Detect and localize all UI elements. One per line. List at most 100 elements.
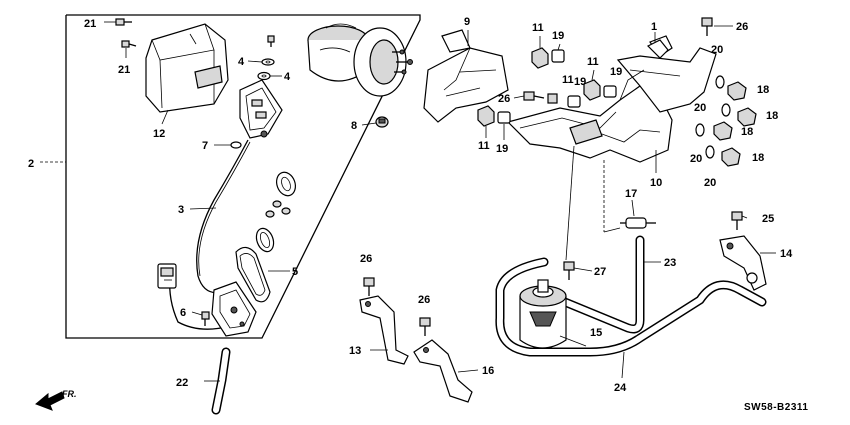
label-part-3: 3 — [178, 204, 184, 216]
label-part-11a: 11 — [532, 22, 544, 34]
label-part-23: 23 — [664, 257, 676, 269]
nut-11a — [531, 47, 549, 69]
label-part-26d: 26 — [418, 294, 430, 306]
label-part-16: 16 — [482, 365, 494, 377]
bolt-26c — [363, 277, 375, 296]
diagram-code: SW58-B2311 — [744, 402, 808, 413]
hose-24 — [495, 257, 767, 357]
nut-18c — [713, 121, 733, 141]
label-part-2: 2 — [28, 158, 34, 170]
direction-label: FR. — [62, 389, 77, 399]
bracket-13 — [359, 295, 409, 365]
washer-4b — [257, 71, 271, 81]
label-part-4a: 4 — [238, 56, 245, 68]
washer-4a — [261, 58, 275, 66]
label-part-5: 5 — [292, 266, 298, 278]
spacer-19b — [603, 85, 617, 98]
label-part-18d: 18 — [752, 152, 764, 164]
screw-6 — [201, 311, 210, 326]
label-part-20c: 20 — [690, 153, 702, 165]
leader-bracket-hose — [565, 145, 575, 261]
nut-18d — [721, 147, 741, 167]
washer-20d — [705, 145, 715, 159]
actuator-cover — [145, 23, 229, 113]
label-part-22: 22 — [176, 377, 188, 389]
label-part-11c: 11 — [562, 74, 574, 86]
hose-22 — [211, 347, 231, 415]
label-part-9: 9 — [464, 16, 470, 28]
label-part-15: 15 — [590, 327, 602, 339]
nut-18b — [737, 107, 757, 127]
washer-20b — [721, 103, 731, 117]
nut-11d — [477, 105, 495, 127]
control-cable — [169, 139, 251, 330]
leader-lines — [104, 21, 776, 382]
filter-canister — [519, 279, 567, 349]
label-part-19c: 19 — [574, 76, 586, 88]
seal-small-2 — [265, 210, 275, 218]
check-valve — [603, 160, 656, 233]
nut-11b — [583, 79, 601, 101]
front-direction-arrow — [35, 391, 65, 411]
label-part-27: 27 — [594, 266, 606, 278]
label-part-21a: 21 — [84, 18, 96, 30]
washer-20c — [695, 123, 705, 137]
label-part-26b: 26 — [498, 93, 510, 105]
label-part-8: 8 — [351, 120, 357, 132]
spacer-19a — [551, 49, 565, 63]
washer-20a — [715, 75, 725, 89]
label-part-7: 7 — [202, 140, 208, 152]
washer-7 — [230, 141, 242, 149]
label-part-24: 24 — [614, 382, 627, 394]
assembly-outline — [40, 14, 421, 339]
label-part-13: 13 — [349, 345, 361, 357]
label-part-25: 25 — [762, 213, 774, 225]
control-module — [239, 79, 283, 139]
label-part-4b: 4 — [284, 71, 291, 83]
label-part-14: 14 — [780, 248, 793, 260]
label-part-19d: 19 — [496, 143, 508, 155]
bolt-25 — [731, 211, 743, 230]
label-part-11d: 11 — [478, 140, 490, 152]
bolt-26a — [701, 17, 713, 36]
seal-oval-medium — [255, 227, 275, 253]
label-part-20d: 20 — [704, 177, 716, 189]
bracket-9 — [423, 29, 509, 123]
spacer-19d — [497, 111, 511, 124]
label-part-26a: 26 — [736, 21, 748, 33]
label-part-11b: 11 — [587, 56, 599, 68]
screw-21-lower — [121, 40, 137, 48]
label-part-20a: 20 — [711, 44, 723, 56]
spacer-19c — [567, 95, 581, 108]
label-part-21b: 21 — [118, 64, 130, 76]
label-part-17: 17 — [625, 188, 637, 200]
seal-oval-large — [275, 171, 297, 197]
label-part-18b: 18 — [766, 110, 778, 122]
cable-end-housing — [211, 281, 257, 337]
label-part-1: 1 — [651, 21, 657, 33]
gasket-ring — [235, 246, 271, 303]
bolt-27 — [563, 261, 575, 280]
label-part-19b: 19 — [610, 66, 622, 78]
clip-1 — [646, 39, 669, 59]
seal-small-3 — [281, 207, 291, 215]
hose-23 — [555, 235, 645, 334]
screw-21-top — [115, 18, 132, 26]
label-part-18a: 18 — [757, 84, 769, 96]
label-part-26c: 26 — [360, 253, 372, 265]
bolt-26d — [419, 317, 431, 336]
vacuum-actuator — [307, 23, 413, 97]
label-part-12: 12 — [153, 128, 165, 140]
bolt-26b — [523, 91, 558, 104]
label-part-6: 6 — [180, 307, 186, 319]
connector — [157, 263, 177, 289]
label-part-10: 10 — [650, 177, 662, 189]
bracket-16 — [413, 339, 473, 403]
label-part-18c: 18 — [741, 126, 753, 138]
nut-18a — [727, 81, 747, 101]
bolt-8 — [375, 116, 389, 128]
bracket-14 — [719, 235, 767, 291]
bolt-top-small — [267, 35, 275, 47]
seal-small-1 — [272, 200, 282, 208]
